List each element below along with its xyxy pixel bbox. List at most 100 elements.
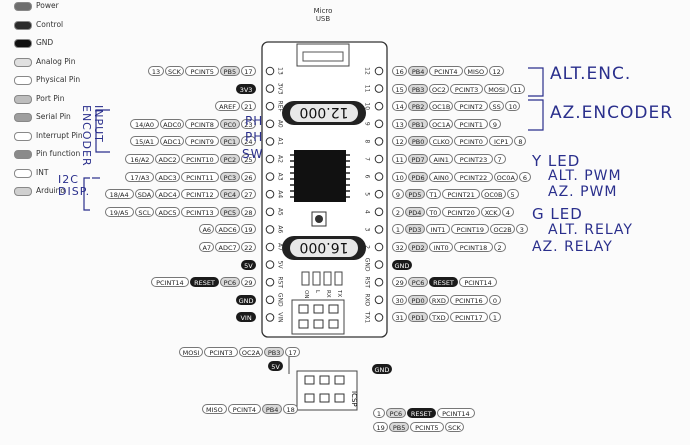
left-pin-label: ADC0 <box>160 118 185 129</box>
header-pin-right <box>374 137 384 146</box>
right-pin-label: AIN1 <box>429 154 454 164</box>
icsp-sck-label: 19 <box>373 422 389 432</box>
legend-swatch <box>14 187 32 196</box>
right-pin-label: OC1A <box>429 118 454 129</box>
right-pin-label: AIN0 <box>429 171 454 182</box>
legend-label: Physical Pin <box>36 75 81 84</box>
header-pin-left-label: 13 <box>277 67 284 75</box>
right-pin-label: 5 <box>506 189 519 200</box>
mcu-chip <box>290 150 350 202</box>
legend-label: Analog Pin <box>36 56 76 66</box>
left-pin-label: PB5 <box>220 66 240 76</box>
led-label: L <box>314 290 320 294</box>
led-label: ON <box>303 290 309 298</box>
crystal-top-text: 12.000 <box>300 104 349 120</box>
header-pin-left-label: REF <box>277 100 284 112</box>
header-pin-right <box>374 260 384 269</box>
header-pin-left <box>265 313 275 322</box>
right-pin-label: INT1 <box>425 224 451 235</box>
legend-label: Control <box>36 19 64 29</box>
left-pin-label: A6 <box>199 224 215 235</box>
note-alt-enc: ALT.ENC. <box>550 64 632 84</box>
header-pin-left <box>265 119 275 129</box>
header-pin-right-label: RST <box>364 276 371 288</box>
left-pin-label: PCINT12 <box>180 189 219 200</box>
icsp-reset-label: RESET <box>406 408 436 418</box>
icsp-5v-label: 5V <box>268 361 284 371</box>
note-alt-pwm: ALT. PWM <box>548 168 622 184</box>
right-pin-label: RESET <box>429 277 458 288</box>
right-pin-label: RXD <box>429 294 449 305</box>
header-pin-left-label: VIN <box>277 312 284 322</box>
icsp-miso-label: MISO <box>202 404 227 414</box>
header-pin-left-label: A1 <box>277 137 284 145</box>
header-pin-left-label: GND <box>277 293 284 307</box>
right-pin-label: PD1 <box>408 312 428 323</box>
legend-swatch <box>14 113 32 122</box>
micro-usb-label: Micro <box>314 7 333 15</box>
left-pin-label: VIN <box>236 312 256 323</box>
header-pin-left-label: A4 <box>277 190 284 198</box>
right-pin-label: 6 <box>519 171 531 182</box>
left-pin-label: 14/A0 <box>130 118 159 129</box>
icsp-reset-label: PC6 <box>386 408 406 418</box>
header-pin-left-label: 3V3 <box>277 83 284 95</box>
header-pin-right-label: 10 <box>364 102 371 110</box>
left-pin-label: A7 <box>199 242 215 252</box>
right-pin-label: PB2 <box>408 101 428 112</box>
header-pin-right <box>374 207 384 217</box>
header-pin-left-label: RST <box>277 276 284 288</box>
icsp-block-pins <box>304 375 345 403</box>
right-pin-label: 31 <box>392 312 408 323</box>
right-pin-label: GND <box>392 259 412 270</box>
left-pin-label: 3V3 <box>236 83 256 94</box>
header-pin-right-label: RXO <box>364 293 371 306</box>
right-pin-label: 11 <box>392 154 408 164</box>
legend-label: Power <box>36 1 59 10</box>
header-pin-left <box>265 225 275 234</box>
right-pin-label: PC6 <box>408 277 428 288</box>
header-pin-right-label: 2 <box>364 245 371 249</box>
right-pin-label: 30 <box>392 294 408 305</box>
left-pin-label: PC2 <box>220 154 240 164</box>
right-pin-label: 4 <box>502 206 514 217</box>
right-pin-label: 32 <box>392 242 408 252</box>
legend-swatch <box>14 150 32 159</box>
led-label: TX <box>336 289 342 297</box>
left-pin-label: PCINT5 <box>185 66 219 76</box>
note-i2c-disp: I2C DISP. <box>58 173 91 198</box>
left-pin-label: 5V <box>240 259 256 270</box>
right-pin-label: PCINT20 <box>442 206 481 217</box>
right-pin-label: PB3 <box>408 83 428 94</box>
note-y-led: Y LED <box>532 152 581 170</box>
right-pin-label: PD6 <box>408 171 428 182</box>
icsp-top-label: PB3 <box>264 347 284 357</box>
legend-swatch <box>14 168 32 178</box>
right-pin-label: PB4 <box>408 66 428 76</box>
left-pin-label: 27 <box>240 189 256 200</box>
right-pin-label: PD7 <box>408 154 428 164</box>
right-pin-label: PCINT18 <box>454 242 493 252</box>
legend-label: Serial Pin <box>36 112 71 121</box>
header-pin-left-label: A6 <box>277 225 284 233</box>
header-pin-left <box>265 172 275 181</box>
icsp-sck-label: PCINT5 <box>410 422 444 432</box>
left-pin-label: GND <box>236 294 256 305</box>
left-pin-label: 18/A4 <box>104 189 134 200</box>
right-pin-label: PCINT22 <box>454 171 493 182</box>
header-pin-right-label: 8 <box>364 139 371 143</box>
left-pin-label: PC3 <box>220 171 240 182</box>
right-pin-label: TXD <box>429 312 449 323</box>
right-pin-label: PCINT14 <box>459 277 498 288</box>
right-pin-label: ICP1 <box>489 136 514 147</box>
right-pin-label: OC2 <box>429 83 449 94</box>
right-pin-label: T0 <box>425 206 441 217</box>
legend-swatch <box>14 20 32 30</box>
icsp-reset-label: 1 <box>373 408 385 418</box>
right-pin-label: PCINT17 <box>449 312 488 323</box>
right-pin-label: PCINT19 <box>451 224 490 235</box>
left-pin-label: 26 <box>240 171 256 182</box>
right-pin-label: 15 <box>392 83 408 94</box>
left-pin-label: 17/A3 <box>125 171 155 182</box>
header-pin-right-label: 4 <box>364 210 371 214</box>
